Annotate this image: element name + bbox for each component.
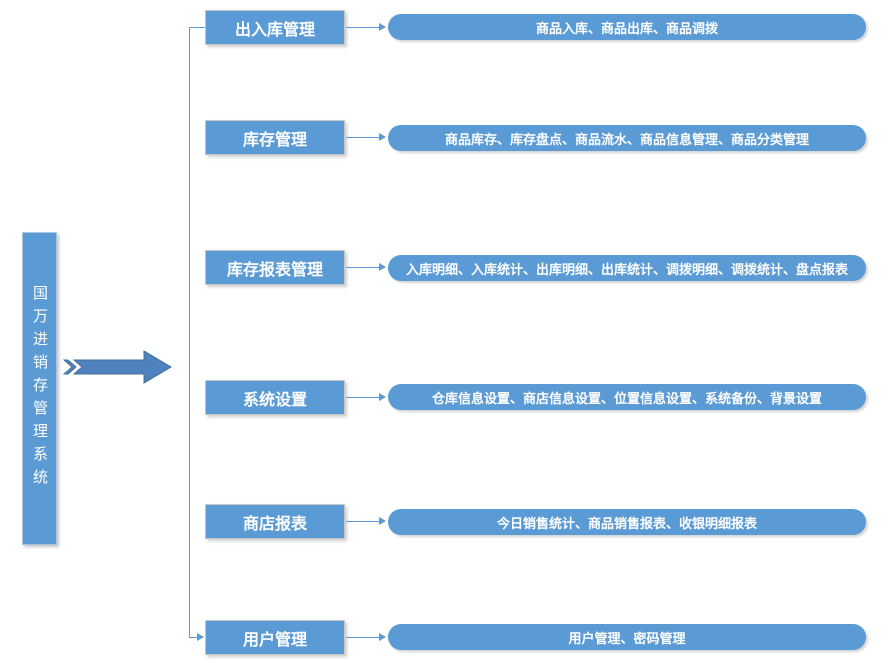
- detail-bubble-inventory-reports: 入库明细、入库统计、出库明细、出库统计、调拨明细、调拨统计、盘点报表: [388, 255, 866, 281]
- arrowhead-icon: [379, 263, 386, 271]
- branch-node-inventory: 库存管理: [205, 120, 345, 155]
- arrowhead-icon: [197, 633, 204, 641]
- arrowhead-icon: [379, 23, 386, 31]
- arrowhead-icon: [379, 633, 386, 641]
- arrowhead-icon: [379, 133, 386, 141]
- root-node-label: 国万进销存管理系统: [31, 285, 48, 492]
- branch-node-inout-warehouse: 出入库管理: [205, 10, 345, 45]
- arrowhead-icon: [379, 393, 386, 401]
- branch-node-system-settings: 系统设置: [205, 380, 345, 415]
- detail-bubble-inout-warehouse: 商品入库、商品出库、商品调拨: [388, 14, 866, 40]
- branch-connector-top-stub: [189, 27, 205, 28]
- connector-line: [346, 521, 380, 522]
- detail-bubble-inventory: 商品库存、库存盘点、商品流水、商品信息管理、商品分类管理: [388, 125, 866, 151]
- branch-connector-bottom-stub: [189, 637, 199, 638]
- main-flow-arrow-icon: [63, 350, 172, 384]
- connector-line: [346, 397, 380, 398]
- detail-bubble-user-management: 用户管理、密码管理: [388, 624, 866, 650]
- detail-bubble-store-reports: 今日销售统计、商品销售报表、收银明细报表: [388, 509, 866, 535]
- branch-node-user-management: 用户管理: [205, 620, 345, 655]
- arrowhead-icon: [379, 517, 386, 525]
- branch-connector-vertical: [189, 27, 190, 637]
- connector-line: [346, 267, 380, 268]
- branch-node-inventory-reports: 库存报表管理: [205, 250, 345, 285]
- connector-line: [346, 637, 380, 638]
- detail-bubble-system-settings: 仓库信息设置、商店信息设置、位置信息设置、系统备份、背景设置: [388, 384, 866, 410]
- root-node: 国万进销存管理系统: [22, 232, 57, 545]
- branch-node-store-reports: 商店报表: [205, 504, 345, 539]
- connector-line: [346, 137, 380, 138]
- connector-line: [346, 27, 380, 28]
